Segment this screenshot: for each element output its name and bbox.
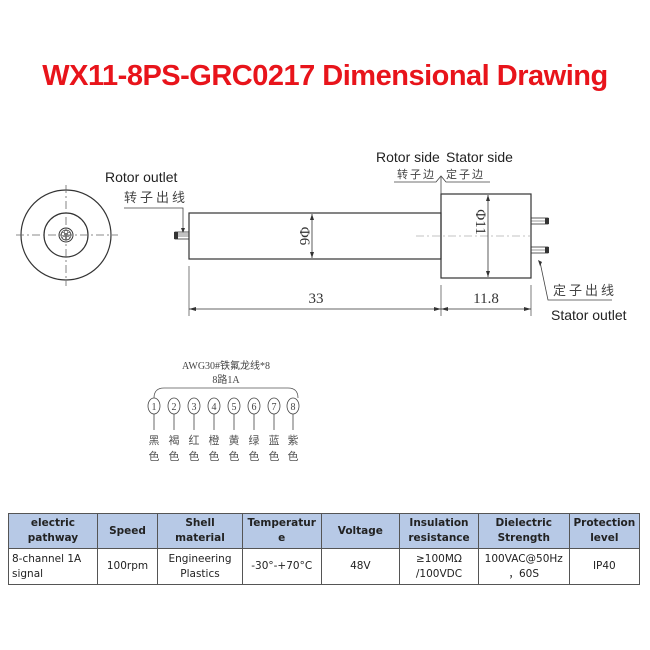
stator-diameter-label: Φ11	[472, 209, 488, 234]
svg-text:色: 色	[169, 449, 180, 463]
cell-voltage: 48V	[320, 548, 401, 585]
stator-wire-stubs	[530, 217, 549, 254]
page-title: WX11-8PS-GRC0217 Dimensional Drawing	[42, 60, 608, 92]
wire-6: 6 绿 色	[247, 397, 261, 463]
svg-text:色: 色	[249, 449, 260, 463]
stator-side-label-cn: 定子边	[446, 167, 485, 181]
end-view	[16, 185, 118, 286]
dimensional-drawing: Rotor outlet 转子出线 Φ6 Φ11 Rotor side Stat…	[16, 149, 627, 463]
header-voltage: Voltage	[320, 513, 401, 549]
wire-7: 7 蓝 色	[267, 397, 281, 463]
svg-text:6: 6	[252, 402, 257, 413]
header-protection-level: Protection level	[568, 513, 641, 549]
stator-side-label-en: Stator side	[446, 149, 513, 165]
wire-spec: AWG30#铁氟龙线*8	[182, 359, 270, 372]
svg-text:4: 4	[212, 402, 217, 413]
svg-text:褐: 褐	[169, 433, 180, 447]
header-electric-pathway: electric pathway	[8, 513, 98, 549]
rotor-wire-stub	[174, 231, 190, 240]
cell-shell-material: Engineering Plastics	[157, 548, 243, 585]
header-temperature: Temperatur e	[241, 513, 322, 549]
cell-temperature: -30°-+70°C	[241, 548, 322, 585]
rotor-diameter-label: Φ6	[296, 227, 312, 246]
table-row: 8-channel 1A signal 100rpm Engineering P…	[8, 548, 641, 585]
svg-text:色: 色	[288, 449, 299, 463]
circuit-spec: 8路1A	[212, 373, 240, 386]
wire-1: 1 黑 色	[147, 397, 161, 463]
rotor-outlet-label-cn: 转子出线	[124, 191, 188, 206]
svg-text:色: 色	[189, 449, 200, 463]
svg-text:绿: 绿	[249, 433, 260, 447]
svg-text:色: 色	[149, 449, 160, 463]
rotor-length-label: 33	[309, 291, 324, 307]
wire-4: 4 橙 色	[207, 397, 221, 463]
svg-text:黄: 黄	[229, 433, 240, 447]
svg-text:色: 色	[209, 449, 220, 463]
svg-text:蓝: 蓝	[269, 434, 280, 447]
cell-speed: 100rpm	[96, 548, 159, 585]
stator-length-label: 11.8	[473, 291, 499, 307]
svg-text:3: 3	[192, 402, 197, 413]
rotor-side-label-cn: 转子边	[397, 167, 436, 181]
header-dielectric-strength: Dielectric Strength	[477, 513, 570, 549]
stator-outlet-label-cn: 定子出线	[553, 284, 617, 299]
rotor-side-label-en: Rotor side	[376, 149, 440, 165]
svg-text:2: 2	[172, 402, 177, 413]
rotor-body	[188, 212, 442, 260]
header-shell-material: Shell material	[157, 513, 243, 549]
cell-electric-pathway: 8-channel 1A signal	[8, 548, 98, 585]
svg-text:黑: 黑	[149, 434, 160, 447]
spec-table: electric pathway Speed Shell material Te…	[8, 513, 641, 585]
spec-table-header: electric pathway Speed Shell material Te…	[8, 513, 641, 549]
cell-protection-level: IP40	[568, 548, 641, 585]
header-speed: Speed	[96, 513, 159, 549]
stator-outlet-label-en: Stator outlet	[551, 307, 627, 323]
svg-text:8: 8	[291, 402, 296, 413]
rotor-outlet-label-en: Rotor outlet	[105, 169, 177, 185]
svg-text:色: 色	[269, 449, 280, 463]
wire-8: 8 紫 色	[286, 397, 300, 463]
svg-text:紫: 紫	[288, 434, 299, 447]
wire-3: 3 红 色	[187, 397, 201, 463]
wire-5: 5 黄 色	[227, 397, 241, 463]
wiring-diagram: AWG30#铁氟龙线*8 8路1A 1 黑 色 2 褐 色 3 红 色 4	[147, 359, 300, 463]
svg-text:红: 红	[189, 434, 200, 447]
wire-2: 2 褐 色	[167, 397, 181, 463]
svg-text:7: 7	[272, 402, 277, 413]
cell-dielectric-strength: 100VAC@50Hz ，60S	[477, 548, 570, 585]
header-insulation-resistance: Insulation resistance	[399, 513, 479, 549]
svg-text:色: 色	[229, 449, 240, 463]
svg-text:橙: 橙	[209, 433, 220, 447]
svg-text:1: 1	[152, 402, 157, 413]
svg-text:5: 5	[232, 402, 237, 413]
cell-insulation-resistance: ≥100MΩ /100VDC	[399, 548, 479, 585]
